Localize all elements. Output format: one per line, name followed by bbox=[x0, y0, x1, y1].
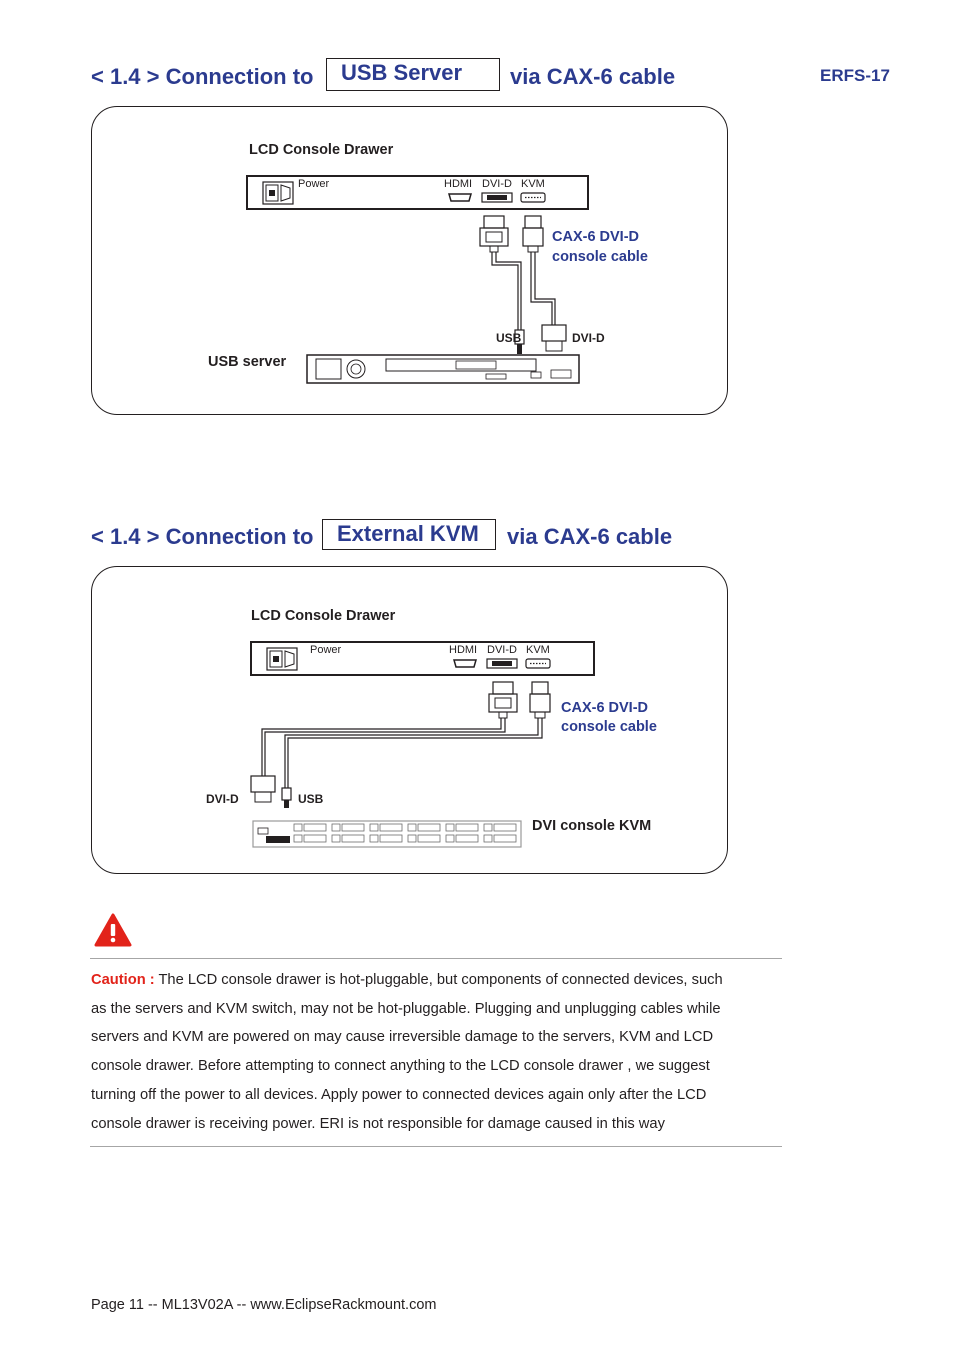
kvm-port-dvid: DVI-D bbox=[206, 792, 239, 806]
section2-title-box: External KVM bbox=[322, 519, 496, 550]
caution-line-4: console drawer. Before attempting to con… bbox=[91, 1058, 710, 1075]
caution-line-3: servers and KVM are powered on may cause… bbox=[91, 1029, 714, 1046]
port-label-hdmi: HDMI bbox=[444, 178, 473, 190]
power-socket-icon bbox=[266, 647, 298, 671]
drawer-label: LCD Console Drawer bbox=[251, 608, 396, 624]
section1-title-box: USB Server bbox=[326, 58, 500, 91]
caution-line-2: as the servers and KVM switch, may not b… bbox=[91, 1000, 721, 1017]
cax6-cable-diagram bbox=[479, 215, 567, 354]
server-port-usb: USB bbox=[496, 331, 522, 345]
page-footer: Page 11 -- ML13V02A -- www.EclipseRackmo… bbox=[91, 1297, 437, 1313]
cable-label-line1: CAX-6 DVI-D bbox=[552, 229, 640, 245]
port-label-power: Power bbox=[298, 178, 330, 190]
dvi-kvm-rear-icon bbox=[252, 820, 522, 848]
kvm-port-usb: USB bbox=[298, 792, 324, 806]
section1-title-prefix: < 1.4 > Connection to bbox=[91, 64, 314, 89]
caution-bottom-rule bbox=[90, 1146, 782, 1147]
port-label-kvm: KVM bbox=[521, 178, 545, 190]
device-label-dvi-kvm: DVI console KVM bbox=[532, 818, 652, 834]
cax6-cable-diagram bbox=[250, 681, 551, 808]
caution-paragraph: Caution : The LCD console drawer is hot-… bbox=[91, 966, 783, 1138]
cable-label-line2: console cable bbox=[552, 249, 648, 265]
drawer-label: LCD Console Drawer bbox=[249, 142, 394, 158]
port-label-power: Power bbox=[310, 644, 342, 656]
section2-title-suffix: via CAX-6 cable bbox=[507, 524, 673, 549]
port-label-dvid: DVI-D bbox=[482, 178, 512, 190]
device-label-usb-server: USB server bbox=[208, 354, 287, 370]
power-socket-icon bbox=[262, 181, 294, 205]
caution-line-1: The LCD console drawer is hot-pluggable,… bbox=[154, 972, 723, 988]
cable-label-line1: CAX-6 DVI-D bbox=[561, 700, 649, 716]
caution-line-5: turning off the power to all devices. Ap… bbox=[91, 1086, 707, 1103]
port-label-kvm: KVM bbox=[526, 644, 550, 656]
rear-ports-icon bbox=[453, 658, 551, 669]
usb-server-rear-icon bbox=[306, 354, 580, 384]
port-label-hdmi: HDMI bbox=[449, 644, 478, 656]
section1-title-suffix: via CAX-6 cable bbox=[510, 64, 676, 89]
port-label-dvid: DVI-D bbox=[487, 644, 517, 656]
caution-line-6: console drawer is receiving power. ERI i… bbox=[91, 1115, 665, 1132]
server-port-dvid: DVI-D bbox=[572, 331, 605, 345]
caution-top-rule bbox=[90, 958, 782, 959]
diagram-usb-server bbox=[91, 106, 728, 415]
rear-ports-icon bbox=[448, 192, 546, 203]
cable-label-line2: console cable bbox=[561, 719, 657, 735]
section2-title-prefix: < 1.4 > Connection to bbox=[91, 524, 314, 549]
document-code: ERFS-17 bbox=[820, 66, 890, 85]
caution-label: Caution : bbox=[91, 972, 155, 988]
diagram-external-kvm bbox=[91, 566, 728, 874]
warning-triangle-icon bbox=[94, 913, 132, 947]
